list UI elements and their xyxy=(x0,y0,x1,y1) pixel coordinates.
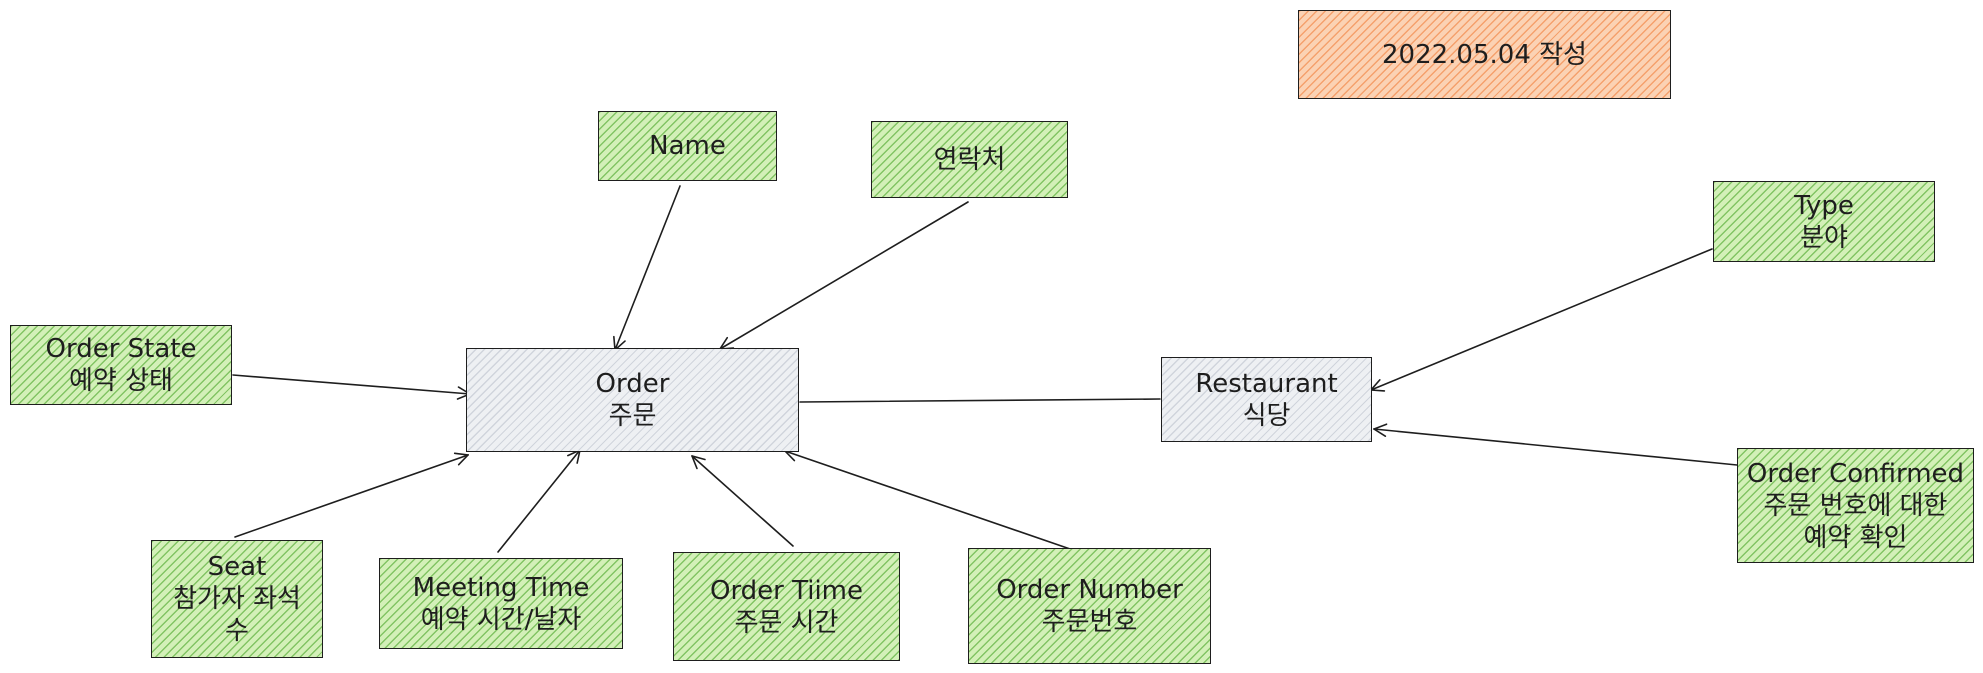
attribute-order-time-label: Order Tiime xyxy=(709,575,863,606)
attribute-order-number-label: Order Number xyxy=(996,575,1183,605)
entity-order-sublabel: 주문 xyxy=(608,401,657,431)
attribute-meeting-time-label: Meeting Time xyxy=(412,572,590,603)
entity-restaurant-label: Restaurant xyxy=(1195,368,1338,399)
edge-ordertime-order xyxy=(692,456,794,547)
edge-orderstate-order xyxy=(232,374,470,394)
entity-restaurant-sublabel: 식당 xyxy=(1242,400,1291,431)
date-note: 2022.05.04 작성 xyxy=(1298,10,1671,99)
attribute-seat-label: Seat xyxy=(207,552,267,582)
edge-name-order xyxy=(615,185,681,350)
edge-meetingtime-order xyxy=(497,450,580,553)
attribute-type: Type 분야 xyxy=(1713,181,1935,262)
attribute-contact: 연락처 xyxy=(871,121,1068,198)
attribute-contact-label: 연락처 xyxy=(933,144,1006,175)
attribute-type-sublabel: 분야 xyxy=(1800,222,1848,253)
date-note-text: 2022.05.04 작성 xyxy=(1382,39,1587,70)
edge-order-restaurant xyxy=(799,398,1161,403)
attribute-order-time-sublabel: 주문 시간 xyxy=(734,607,839,638)
edge-ordernumber-order xyxy=(785,451,1074,551)
entity-restaurant: Restaurant 식당 xyxy=(1161,357,1372,442)
attribute-order-state-sublabel: 예약 상태 xyxy=(69,366,173,396)
attribute-seat-sublabel: 참가자 좌석 xyxy=(173,584,301,614)
edge-seat-order xyxy=(234,455,468,538)
attribute-name-label: Name xyxy=(649,131,726,161)
attribute-order-state: Order State 예약 상태 xyxy=(10,325,232,405)
attribute-order-time: Order Tiime 주문 시간 xyxy=(673,552,900,661)
attribute-order-confirmed-sublabel-2: 예약 확인 xyxy=(1803,522,1908,553)
edge-type-restaurant xyxy=(1371,248,1713,390)
attribute-meeting-time-sublabel: 예약 시간/날자 xyxy=(420,604,582,635)
edge-confirmed-restaurant xyxy=(1374,429,1738,466)
attribute-order-number: Order Number 주문번호 xyxy=(968,548,1211,664)
attribute-meeting-time: Meeting Time 예약 시간/날자 xyxy=(379,558,623,649)
entity-order: Order 주문 xyxy=(466,348,799,452)
attribute-seat: Seat 참가자 좌석 수 xyxy=(151,540,323,658)
edge-contact-order xyxy=(720,201,969,349)
entity-order-label: Order xyxy=(595,369,670,399)
attribute-order-confirmed: Order Confirmed 주문 번호에 대한 예약 확인 xyxy=(1737,448,1974,563)
attribute-seat-sublabel-2: 수 xyxy=(225,616,249,646)
attribute-order-confirmed-sublabel: 주문 번호에 대한 xyxy=(1763,490,1948,521)
attribute-name: Name xyxy=(598,111,777,181)
attribute-type-label: Type xyxy=(1794,190,1854,221)
attribute-order-state-label: Order State xyxy=(45,334,197,364)
attribute-order-confirmed-label: Order Confirmed xyxy=(1746,458,1965,489)
attribute-order-number-sublabel: 주문번호 xyxy=(1041,607,1138,637)
